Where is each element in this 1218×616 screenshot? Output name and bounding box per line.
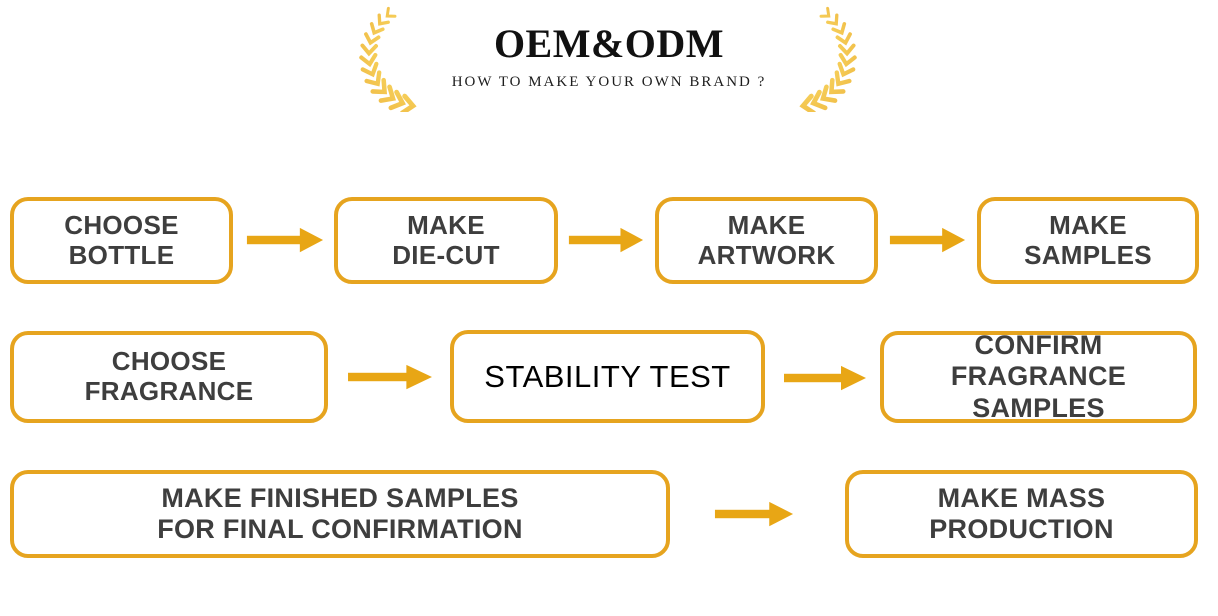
arrow-right-icon <box>784 365 866 391</box>
step-choose-bottle: CHOOSE BOTTLE <box>10 197 233 284</box>
step-label: MAKE FINISHED SAMPLES FOR FINAL CONFIRMA… <box>157 482 523 544</box>
step-label: CONFIRM FRAGRANCE SAMPLES <box>950 330 1127 423</box>
step-confirm-fragrance-samples: CONFIRM FRAGRANCE SAMPLES <box>880 330 1197 423</box>
step-stability-test: STABILITY TEST <box>450 330 765 423</box>
step-choose-fragrance: CHOOSE FRAGRANCE <box>10 331 328 423</box>
step-label: CHOOSE FRAGRANCE <box>84 346 254 406</box>
step-make-mass-production: MAKE MASS PRODUCTION <box>845 470 1198 558</box>
step-make-artwork: MAKE ARTWORK <box>655 197 878 284</box>
laurel-right-icon <box>794 6 866 112</box>
arrow-right-icon <box>568 227 644 253</box>
step-label: MAKE MASS PRODUCTION <box>929 482 1114 544</box>
arrow-right-icon <box>246 227 324 253</box>
page-title: OEM&ODM <box>493 21 725 66</box>
page-subtitle: HOW TO MAKE YOUR OWN BRAND ? <box>451 74 767 90</box>
step-label: CHOOSE BOTTLE <box>64 209 179 270</box>
step-label: STABILITY TEST <box>484 358 731 394</box>
step-make-samples: MAKE SAMPLES <box>977 197 1199 284</box>
step-make-finished-samples: MAKE FINISHED SAMPLES FOR FINAL CONFIRMA… <box>10 470 670 558</box>
arrow-right-icon <box>348 364 432 390</box>
step-make-die-cut: MAKE DIE-CUT <box>334 197 558 284</box>
arrow-right-icon <box>714 501 794 527</box>
step-label: MAKE DIE-CUT <box>392 209 500 270</box>
step-label: MAKE SAMPLES <box>1024 209 1152 270</box>
step-label: MAKE ARTWORK <box>697 209 836 270</box>
arrow-right-icon <box>889 227 966 253</box>
